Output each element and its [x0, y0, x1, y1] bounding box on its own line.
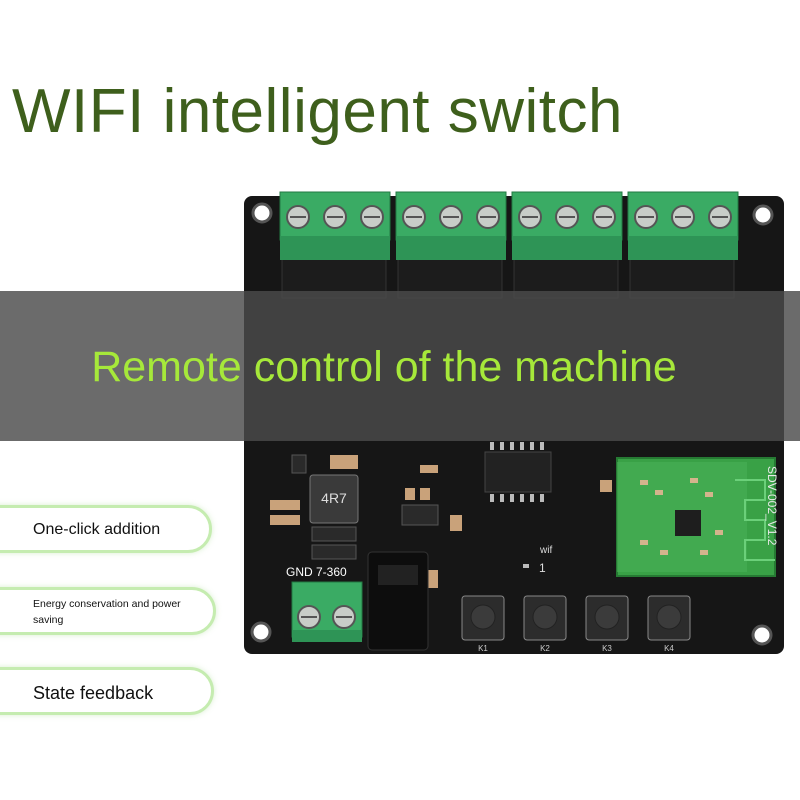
indicator-label: 1	[539, 561, 546, 575]
button-label: K3	[602, 644, 612, 653]
terminal-blocks	[279, 191, 739, 260]
button-label: K1	[478, 644, 488, 653]
mounting-holes	[250, 202, 774, 646]
push-button: K3	[585, 595, 629, 653]
button-label: K2	[540, 644, 550, 653]
button-label: K4	[664, 644, 674, 653]
push-button: K4	[647, 595, 691, 653]
wifi-label: wif	[539, 545, 552, 556]
power-label: GND 7-360	[286, 565, 347, 579]
push-button: K1	[461, 595, 505, 653]
ic-chip	[484, 451, 552, 493]
power-terminal	[291, 581, 363, 642]
feature-pill: One-click addition	[0, 505, 212, 553]
feature-pill: State feedback	[0, 667, 214, 715]
terminal-block	[627, 191, 739, 260]
feature-label: One-click addition	[33, 521, 161, 538]
feature-label: State feedback	[33, 683, 154, 703]
inductor-label: 4R7	[321, 490, 347, 506]
banner-overlay	[0, 291, 800, 441]
terminal-block	[279, 191, 391, 260]
feature-label: Energy conservation and power saving	[33, 598, 181, 626]
page-title: WIFI intelligent switch	[12, 77, 624, 146]
push-button: K2	[523, 595, 567, 653]
feature-pill: Energy conservation and power saving	[0, 587, 216, 635]
terminal-block	[395, 191, 507, 260]
wifi-module	[616, 457, 776, 577]
inductor	[309, 474, 359, 524]
module-label: SDV-002_V1.2	[765, 466, 779, 546]
push-buttons: K1 K2 K3 K4	[461, 595, 691, 653]
banner-text: Remote control of the machine	[91, 343, 677, 391]
terminal-block	[511, 191, 623, 260]
